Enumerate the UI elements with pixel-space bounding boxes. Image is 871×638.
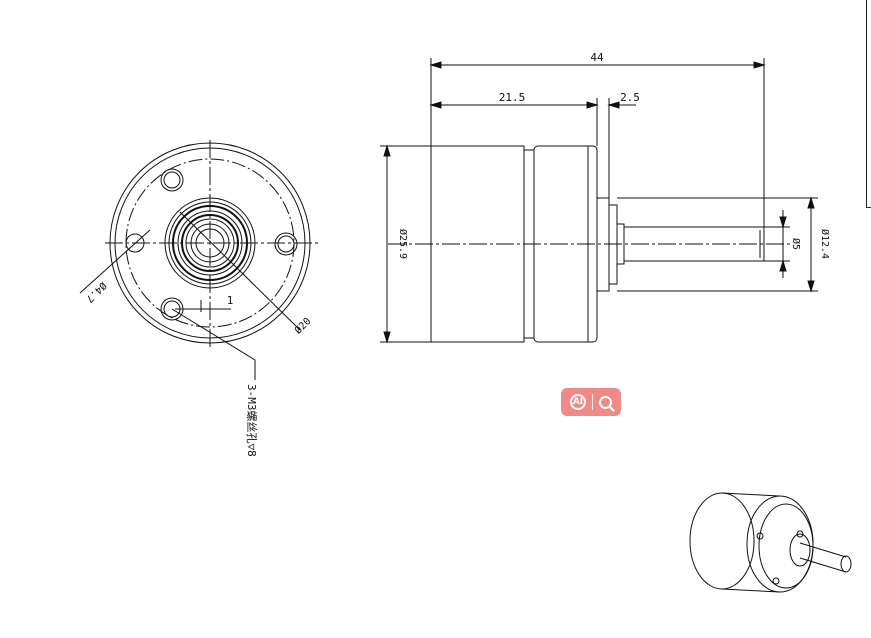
output-shaft (623, 226, 765, 262)
thread-callout: 3-M3螺丝孔▽8 (245, 384, 258, 457)
badge-divider (592, 394, 593, 410)
dim-body-length: 21.5 (499, 91, 526, 104)
search-icon (599, 395, 612, 409)
ai-icon: AI (570, 394, 586, 410)
front-view (79, 140, 318, 380)
dim-front-offset: 1 (227, 294, 234, 307)
side-view (380, 58, 818, 344)
dim-body-diameter: Ø25.9 (397, 229, 409, 259)
mount-hole-top (160, 168, 184, 192)
dim-overall-length: 44 (590, 51, 604, 64)
dim-front-circle-dia: Ø20 (292, 315, 313, 336)
dim-boss-diameter: Ø12.4 (819, 229, 831, 259)
ai-search-button[interactable]: AI (561, 388, 621, 416)
dim-front-small-dia: Ø4.7 (83, 279, 109, 305)
frame-border (866, 0, 867, 208)
dim-flange-offset: 2.5 (620, 91, 640, 104)
frame-border-tick (866, 207, 871, 208)
dim-shaft-diameter: Ø5 (790, 238, 802, 250)
isometric-view (689, 492, 852, 593)
mount-hole-right (274, 232, 298, 256)
